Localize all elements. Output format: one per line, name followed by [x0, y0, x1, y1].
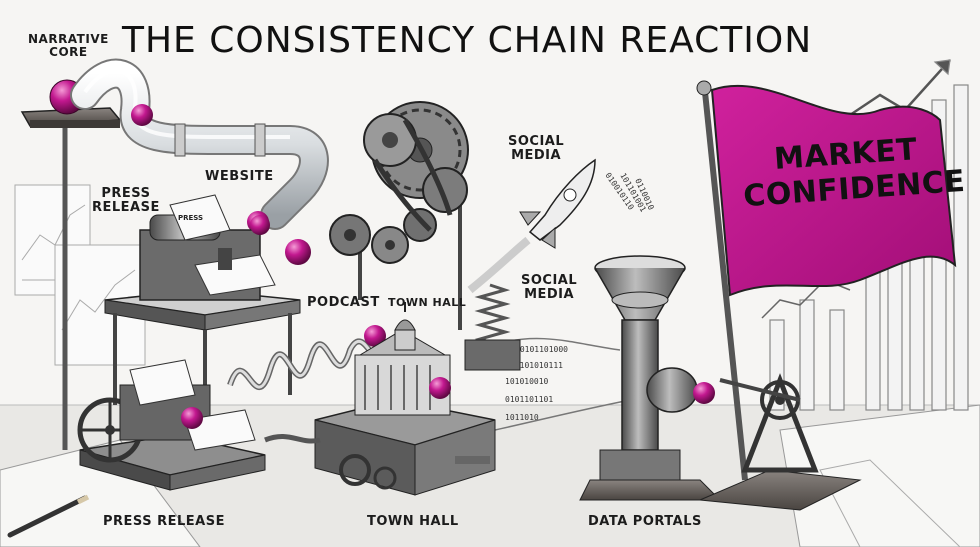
label-press-release-top-line1: PRESS: [92, 187, 160, 201]
svg-text:10101101000: 10101101000: [515, 345, 568, 354]
page-title: THE CONSISTENCY CHAIN REACTION: [122, 20, 812, 61]
label-social-media-top: SOCIAL MEDIA: [508, 135, 564, 162]
label-town-hall-bottom: TOWN HALL: [367, 515, 459, 529]
rocket: [470, 160, 595, 290]
label-narrative-core-line1: NARRATIVE: [28, 33, 109, 46]
label-narrative-core: NARRATIVE CORE: [28, 33, 109, 58]
label-narrative-core-line2: CORE: [28, 46, 109, 59]
label-podcast: PODCAST: [307, 296, 380, 310]
label-website: WEBSITE: [205, 170, 274, 184]
flag-text: MARKET CONFIDENCE: [740, 131, 954, 214]
label-social-media-top-line1: SOCIAL: [508, 135, 564, 149]
svg-text:101010010: 101010010: [505, 377, 549, 386]
label-social-media-top-line2: MEDIA: [508, 149, 564, 163]
label-social-media-mid: SOCIAL MEDIA: [521, 274, 577, 301]
label-social-media-mid-line1: SOCIAL: [521, 274, 577, 288]
label-town-hall-top: TOWN HALL: [388, 297, 466, 309]
label-data-portals: DATA PORTALS: [588, 515, 702, 529]
town-hall: [315, 302, 495, 495]
label-press-release-top: PRESS RELEASE: [92, 187, 160, 214]
svg-text:PRESS: PRESS: [178, 214, 203, 222]
svg-text:0101101101: 0101101101: [505, 395, 553, 404]
label-press-release-top-line2: RELEASE: [92, 201, 160, 215]
label-press-release-bottom: PRESS RELEASE: [103, 515, 225, 529]
spring: [465, 285, 520, 370]
label-social-media-mid-line2: MEDIA: [521, 288, 577, 302]
